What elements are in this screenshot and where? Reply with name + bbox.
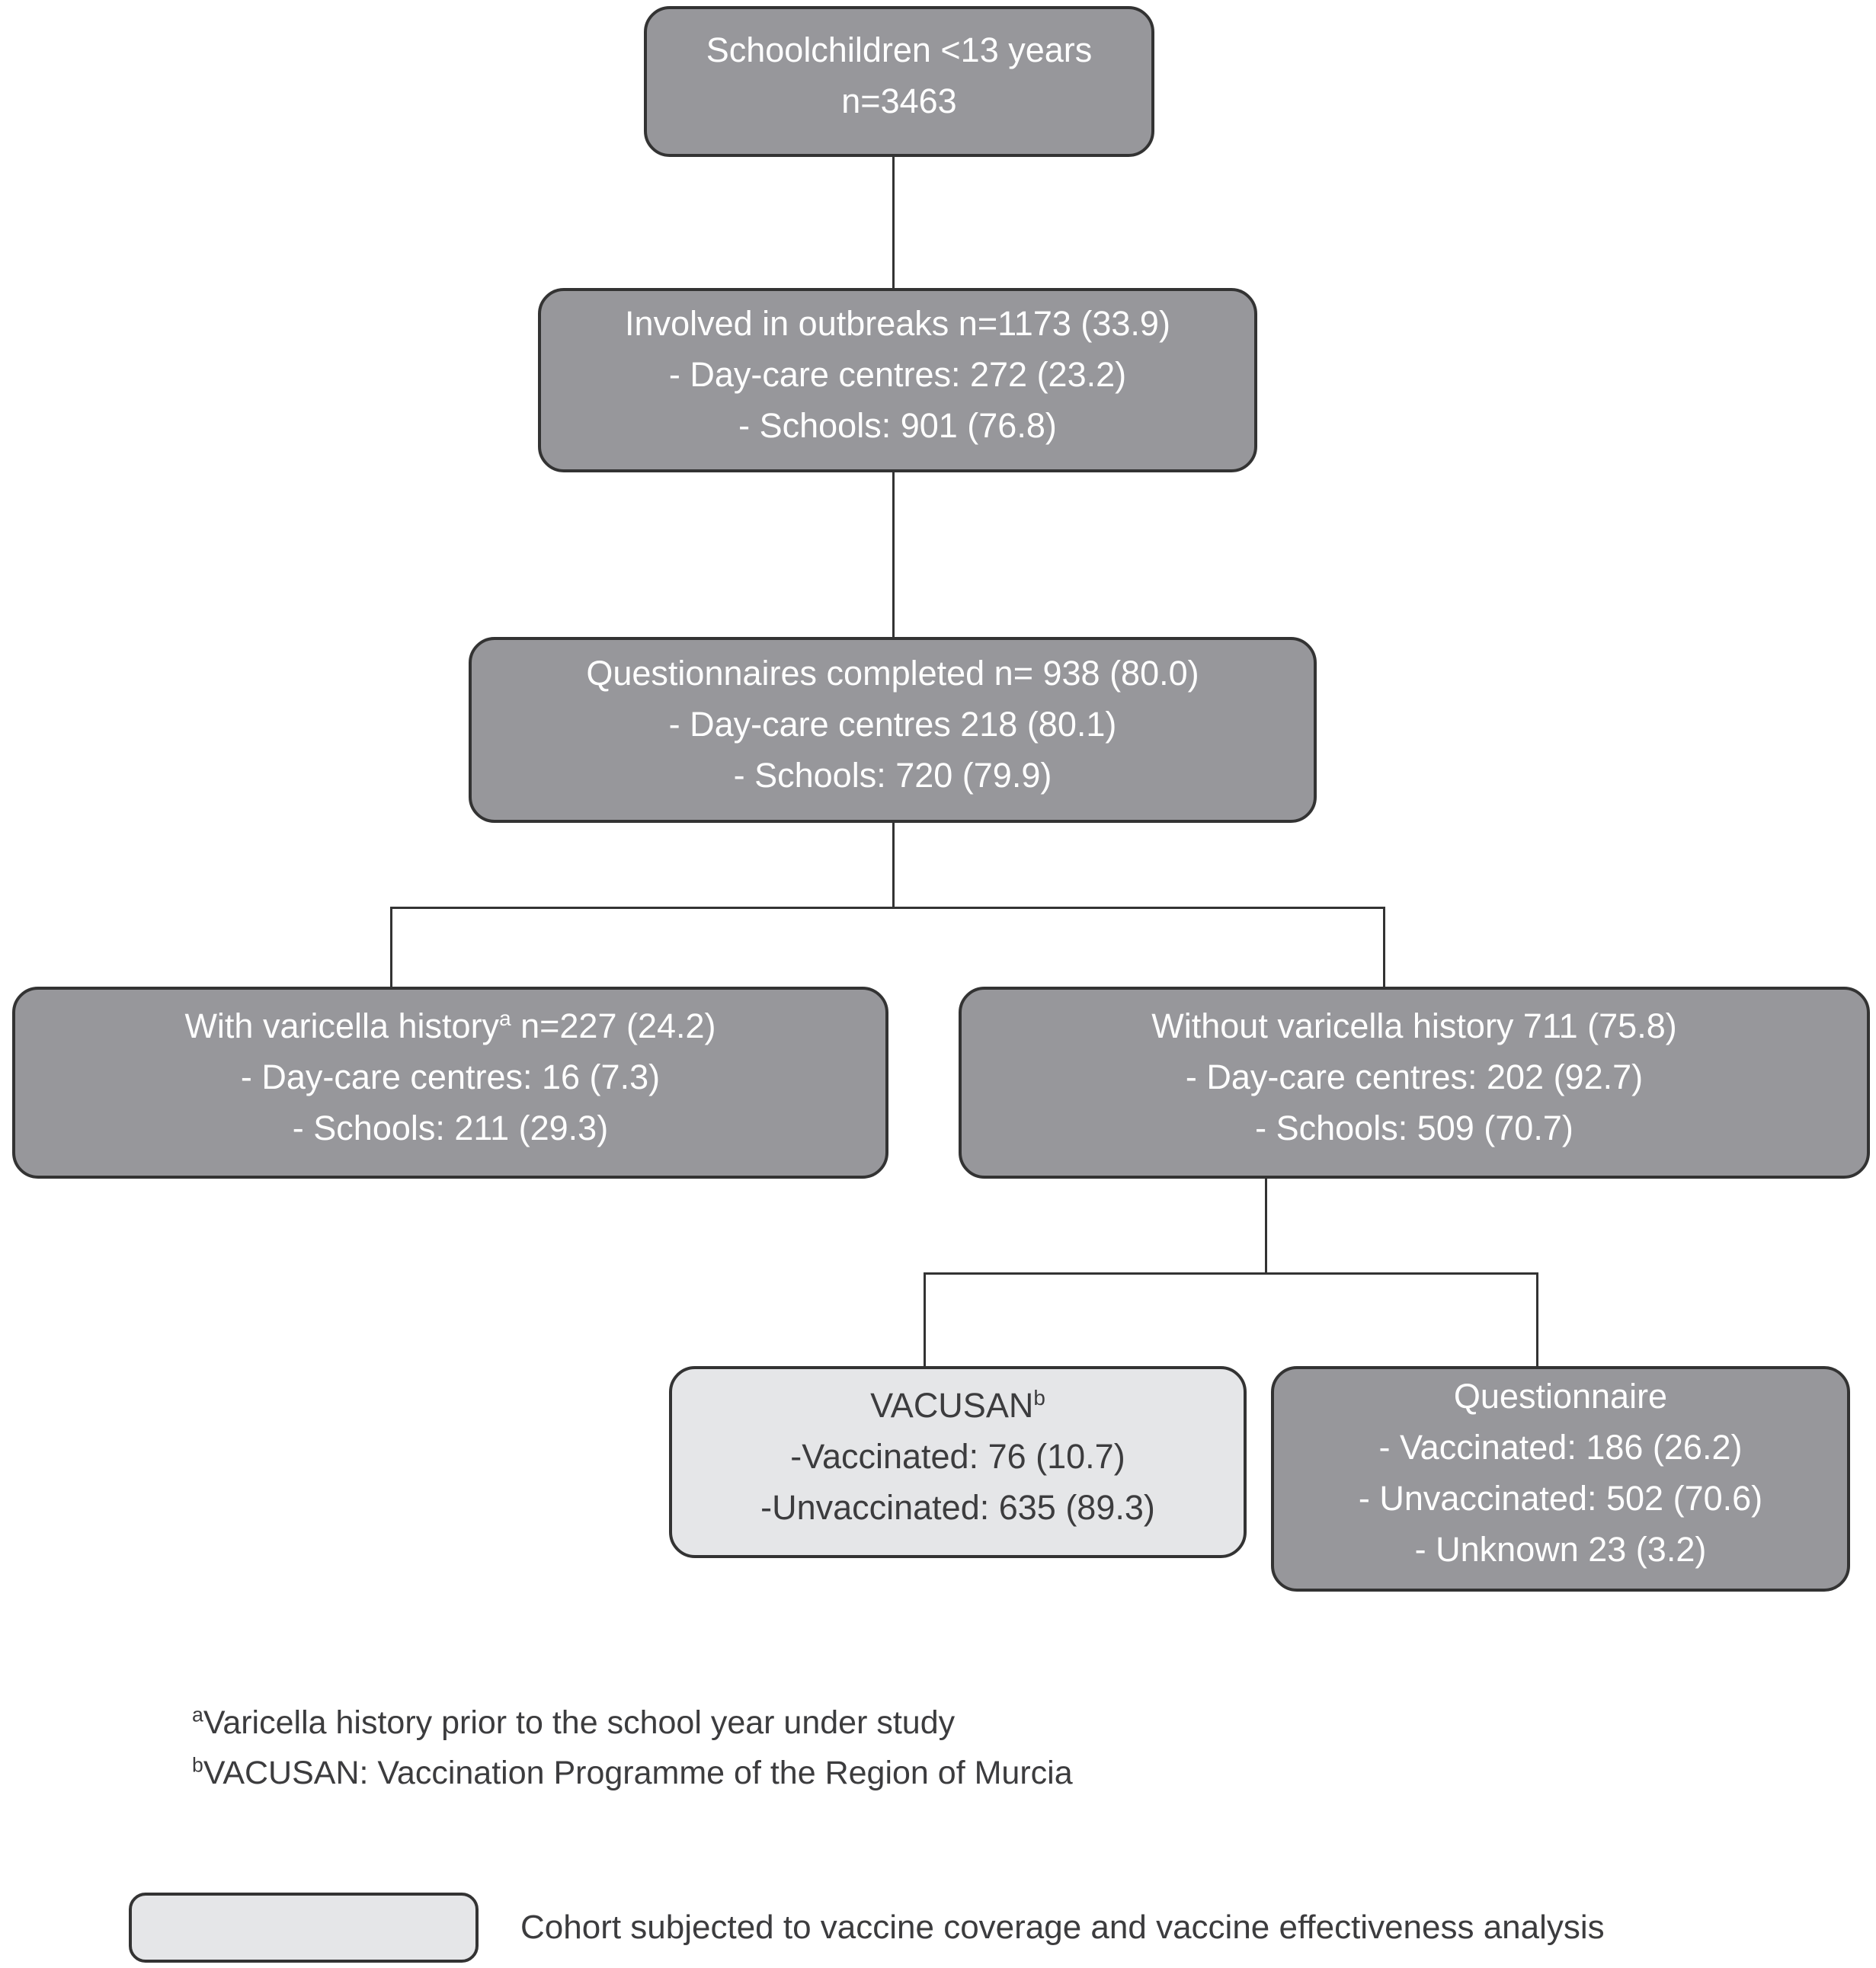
footnote-b-marker: b xyxy=(192,1753,203,1777)
box-line: Involved in outbreaks n=1173 (33.9) xyxy=(625,303,1170,343)
footnote-b-text: VACUSAN: Vaccination Programme of the Re… xyxy=(203,1755,1073,1791)
connector-branch1-horizontal xyxy=(390,907,1385,909)
footnote-a-text: Varicella history prior to the school ye… xyxy=(203,1704,956,1741)
footnote-b: bVACUSAN: Vaccination Programme of the R… xyxy=(192,1748,1073,1798)
flow-box-without-varicella-history: Without varicella history 711 (75.8) - D… xyxy=(959,987,1870,1179)
legend-swatch xyxy=(129,1893,479,1963)
footnote-a-marker: a xyxy=(192,1703,203,1726)
box-line-text: With varicella history xyxy=(184,1006,500,1045)
box-line: With varicella historya n=227 (24.2) xyxy=(184,1000,716,1051)
box-line: - Day-care centres: 202 (92.7) xyxy=(1185,1057,1644,1096)
connector-box2-box3 xyxy=(892,471,895,638)
box-line: - Schools: 211 (29.3) xyxy=(292,1108,609,1147)
box-line: - Schools: 901 (76.8) xyxy=(738,405,1057,445)
box-line: Schoolchildren <13 years xyxy=(706,30,1093,69)
box-line: - Day-care centres 218 (80.1) xyxy=(668,704,1117,744)
box-line: Questionnaire xyxy=(1453,1377,1668,1416)
box-line: n=3463 xyxy=(841,82,957,120)
box-line: - Schools: 720 (79.9) xyxy=(733,755,1052,795)
box-line: VACUSANb xyxy=(870,1380,1045,1431)
connector-branch1-right-drop xyxy=(1383,907,1385,988)
box-line: - Day-care centres: 272 (23.2) xyxy=(668,354,1127,394)
connector-branch2-left-drop xyxy=(924,1272,926,1368)
flow-box-with-varicella-history: With varicella historya n=227 (24.2) - D… xyxy=(12,987,888,1179)
flow-box-questionnaire: Questionnaire - Vaccinated: 186 (26.2) -… xyxy=(1271,1366,1850,1592)
connector-box1-box2 xyxy=(892,155,895,290)
box-line: - Unknown 23 (3.2) xyxy=(1414,1530,1707,1569)
flow-box-questionnaires-completed: Questionnaires completed n= 938 (80.0) -… xyxy=(469,637,1317,823)
legend-label: Cohort subjected to vaccine coverage and… xyxy=(520,1909,1605,1946)
box-line: - Unvaccinated: 502 (70.6) xyxy=(1358,1479,1763,1518)
connector-box3-branch xyxy=(892,821,895,907)
connector-branch1-left-drop xyxy=(390,907,392,988)
connector-box5-branch xyxy=(1265,1177,1267,1272)
box-line: -Unvaccinated: 635 (89.3) xyxy=(760,1487,1155,1527)
footnote-a: aVaricella history prior to the school y… xyxy=(192,1698,1073,1748)
box-line: Without varicella history 711 (75.8) xyxy=(1151,1006,1677,1045)
box-line-text: n=227 (24.2) xyxy=(511,1006,716,1045)
box-line: -Vaccinated: 76 (10.7) xyxy=(790,1436,1125,1476)
box-line: - Vaccinated: 186 (26.2) xyxy=(1378,1428,1743,1467)
connector-branch2-right-drop xyxy=(1536,1272,1538,1368)
flow-box-schoolchildren: Schoolchildren <13 years n=3463 xyxy=(644,6,1154,157)
footnote-marker-a: a xyxy=(499,1006,511,1030)
footnote-marker-b: b xyxy=(1033,1385,1045,1410)
legend: Cohort subjected to vaccine coverage and… xyxy=(129,1893,1605,1963)
box-line: - Schools: 509 (70.7) xyxy=(1255,1108,1573,1147)
box-line-text: VACUSAN xyxy=(870,1385,1034,1425)
footnotes: aVaricella history prior to the school y… xyxy=(192,1698,1073,1798)
box-line: Questionnaires completed n= 938 (80.0) xyxy=(586,653,1199,693)
connector-branch2-horizontal xyxy=(924,1272,1538,1275)
flow-box-outbreaks: Involved in outbreaks n=1173 (33.9) - Da… xyxy=(538,288,1257,472)
box-line: - Day-care centres: 16 (7.3) xyxy=(240,1057,661,1096)
flow-box-vacusan: VACUSANb -Vaccinated: 76 (10.7) -Unvacci… xyxy=(669,1366,1247,1558)
